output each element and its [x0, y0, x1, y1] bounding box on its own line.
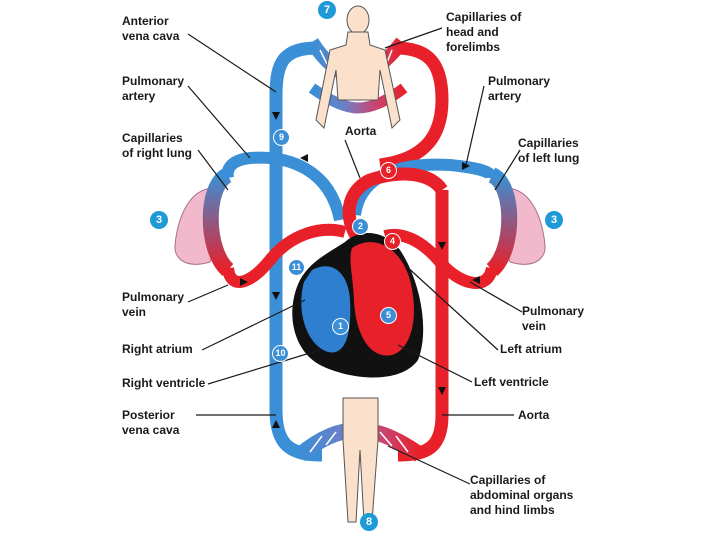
label-posterior-vena-cava: Posterior vena cava: [122, 408, 180, 437]
step-badge-4: 4: [384, 233, 401, 250]
step-badge-11: 11: [288, 259, 305, 276]
label-left-ventricle: Left ventricle: [474, 375, 549, 389]
label-right-atrium: Right atrium: [122, 342, 193, 356]
label-pulmonary-artery-left: Pulmonary artery: [122, 74, 185, 103]
label-aorta-lower: Aorta: [518, 408, 550, 422]
step-badge-1: 1: [332, 318, 349, 335]
step-badge-8: 8: [360, 513, 378, 531]
label-capillaries-right-lung: Capillaries of right lung: [122, 131, 192, 160]
step-badge-7: 7: [318, 1, 336, 19]
anterior-vena-cava-vessel: [269, 41, 319, 320]
label-capillaries-abdominal: Capillaries of abdominal organs and hind…: [470, 473, 574, 517]
pulmonary-artery-right-vessel: [221, 151, 346, 222]
label-capillaries-head: Capillaries of head and forelimbs: [446, 10, 522, 54]
step-badge-5: 5: [380, 307, 397, 324]
heart: [292, 232, 424, 378]
label-capillaries-left-lung: Capillaries of left lung: [518, 136, 580, 165]
capillaries-right-lung-bed: [202, 167, 234, 277]
step-badge-9: 9: [273, 129, 290, 146]
step-badge-3-left: 3: [150, 211, 168, 229]
flow-arrows: [240, 112, 480, 428]
label-right-ventricle: Right ventricle: [122, 376, 206, 390]
label-pulmonary-vein-left: Pulmonary vein: [122, 290, 185, 319]
step-badge-10: 10: [272, 345, 289, 362]
aorta-upper-vessel: [379, 41, 449, 172]
capillaries-left-lung-bed: [486, 167, 518, 277]
label-left-atrium: Left atrium: [500, 342, 563, 356]
pulmonary-vein-right-vessel: [222, 223, 347, 288]
label-pulmonary-vein-right: Pulmonary vein: [522, 304, 585, 333]
step-badge-3-right: 3: [545, 211, 563, 229]
leader-lines: [187, 27, 523, 485]
pulmonary-vein-left-vessel: [383, 228, 498, 289]
upper-body-silhouette: [315, 5, 401, 130]
label-anterior-vena-cava: Anterior vena cava: [122, 14, 180, 43]
step-badge-6: 6: [380, 162, 397, 179]
step-badge-2: 2: [352, 218, 369, 235]
label-pulmonary-artery-right: Pulmonary artery: [488, 74, 551, 103]
lower-body-silhouette: [342, 397, 379, 523]
label-aorta-upper: Aorta: [345, 124, 377, 138]
